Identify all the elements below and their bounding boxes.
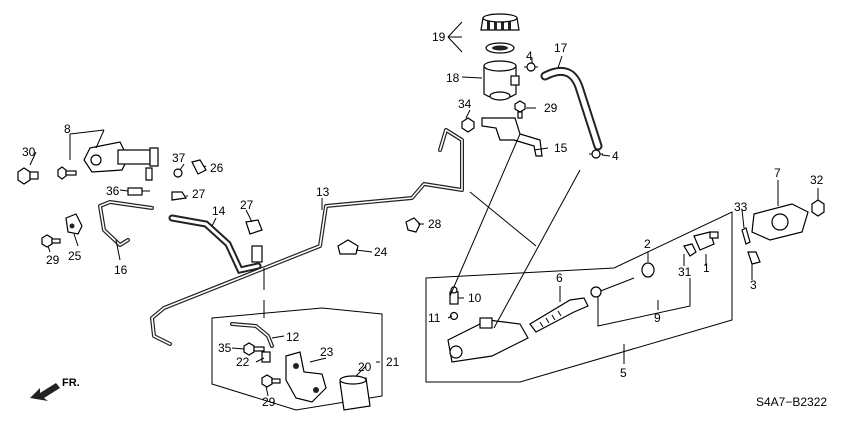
pin-33 <box>741 227 751 245</box>
callout-27b: 27 <box>240 198 254 212</box>
callout-28: 28 <box>428 217 442 231</box>
damper-fitting-22 <box>261 351 271 363</box>
callout-1: 1 <box>703 261 710 275</box>
callout-numbers: 1 2 3 4 4 5 6 7 8 9 10 11 12 13 14 15 16… <box>22 30 824 409</box>
reservoir-cap <box>480 13 520 31</box>
bleeder-cap-11 <box>449 311 459 321</box>
bleeder-screw-10 <box>449 286 459 305</box>
clutch-pipe-16 <box>98 200 154 247</box>
callout-30: 30 <box>22 145 36 159</box>
reservoir-tank <box>483 60 520 101</box>
damper-bolt-29 <box>261 374 281 388</box>
slave-cylinder-box-outline <box>425 211 733 383</box>
callout-36: 36 <box>106 184 120 198</box>
callout-17: 17 <box>554 41 568 55</box>
callout-32: 32 <box>810 173 824 187</box>
bracket-1 <box>693 231 719 251</box>
master-cylinder-nut <box>57 166 77 180</box>
callout-19: 19 <box>432 30 446 44</box>
damper-bracket-23 <box>285 351 327 403</box>
pushrod-pin-37 <box>173 168 183 178</box>
callout-29b: 29 <box>46 253 60 267</box>
clutch-hose-14 <box>168 214 263 275</box>
pushrod-9 <box>590 277 635 298</box>
gasket-7 <box>751 203 809 241</box>
callout-9: 9 <box>654 311 661 325</box>
callout-35: 35 <box>218 341 232 355</box>
callout-29a: 29 <box>544 101 558 115</box>
callout-6: 6 <box>556 271 563 285</box>
pipe-clip-28 <box>405 217 421 233</box>
callout-5: 5 <box>620 366 627 380</box>
master-cylinder-bolt <box>17 167 39 185</box>
callout-21: 21 <box>386 355 400 369</box>
callout-20: 20 <box>358 360 372 374</box>
reservoir-bolt-34 <box>461 117 475 133</box>
callout-25: 25 <box>68 249 82 263</box>
callout-16: 16 <box>114 263 128 277</box>
callout-22: 22 <box>236 355 250 369</box>
callout-3: 3 <box>750 278 757 292</box>
leader-lines <box>29 21 819 397</box>
front-label: FR. <box>62 377 80 389</box>
callout-34: 34 <box>458 97 472 111</box>
callout-29c: 29 <box>262 395 276 409</box>
boot-2 <box>641 262 655 278</box>
clip-31 <box>683 243 697 257</box>
clutch-pipe-13 <box>150 128 464 346</box>
clip-26 <box>191 159 207 175</box>
callout-4a: 4 <box>526 49 533 63</box>
clip-27-upper <box>171 191 188 201</box>
slave-cylinder-piston-6 <box>529 297 589 333</box>
bolt-29-left <box>41 234 61 248</box>
callout-14: 14 <box>212 204 226 218</box>
callout-26: 26 <box>210 161 224 175</box>
reservoir-bolt-29 <box>514 100 526 119</box>
callout-10: 10 <box>468 291 482 305</box>
diagram-code: S4A7−B2322 <box>756 395 827 409</box>
hose-clamp-lower <box>589 149 603 159</box>
bracket-27-lower <box>245 219 263 235</box>
callout-13: 13 <box>316 185 330 199</box>
callout-15: 15 <box>554 141 568 155</box>
callout-4b: 4 <box>612 149 619 163</box>
callout-37: 37 <box>172 151 186 165</box>
callout-11: 11 <box>428 311 441 325</box>
reservoir-bracket <box>481 117 543 157</box>
callout-8: 8 <box>64 122 71 136</box>
callout-12: 12 <box>286 330 300 344</box>
callout-18: 18 <box>446 71 460 85</box>
bolt-36 <box>127 187 150 196</box>
pipe-clamp-24 <box>337 239 359 255</box>
damper-box-outline <box>211 307 383 411</box>
damper-bolt-35 <box>243 342 265 356</box>
callout-24: 24 <box>374 245 388 259</box>
bracket-25 <box>65 213 83 235</box>
hose-clamp-upper <box>524 62 538 72</box>
damper-pipe-12 <box>230 322 274 348</box>
reservoir-hose <box>540 66 603 151</box>
callout-23: 23 <box>320 345 334 359</box>
slave-cylinder-body <box>447 317 529 363</box>
front-arrow-icon: FR. <box>30 377 80 401</box>
callout-27a: 27 <box>192 187 206 201</box>
nut-32 <box>811 199 825 217</box>
callout-33: 33 <box>734 200 748 214</box>
callout-7: 7 <box>774 166 781 180</box>
callout-31: 31 <box>678 265 692 279</box>
damper-20 <box>339 375 371 411</box>
master-cylinder <box>83 141 159 181</box>
bolt-3 <box>747 251 761 265</box>
reservoir-seal <box>485 42 515 54</box>
callout-2: 2 <box>644 237 651 251</box>
